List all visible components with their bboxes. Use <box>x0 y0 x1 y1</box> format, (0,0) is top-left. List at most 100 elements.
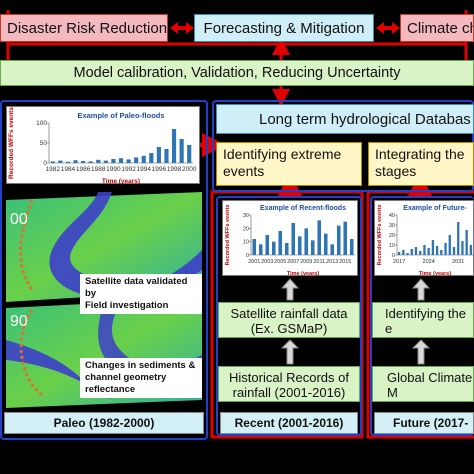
gcm-box: Global Climate M (GCMs) (2017- <box>372 366 474 402</box>
bar-1986 <box>81 161 86 163</box>
feedback-loop-line <box>6 42 468 62</box>
x-tick-label: 2011 <box>313 259 325 265</box>
y-tick-label: 50 <box>40 140 48 147</box>
y-axis-label: Recorded WFFs events <box>8 107 15 179</box>
bar-2011 <box>317 220 322 255</box>
bar-1998 <box>171 129 177 163</box>
bar-2026 <box>435 246 439 255</box>
bar-2016 <box>349 239 354 255</box>
x-tick-label: 1990 <box>106 166 121 173</box>
x-tick-label: 2024 <box>423 259 435 265</box>
y-tick-label: 0 <box>43 160 47 167</box>
bar-2009 <box>304 228 309 255</box>
year-label-2000: 00 <box>10 211 28 228</box>
bar-2005 <box>278 231 283 255</box>
bar-2021 <box>414 247 418 255</box>
long-term-database-box: Long term hydrological Databas <box>216 104 474 134</box>
future-period-label: Future (2017- <box>374 412 474 434</box>
disaster-risk-reduction-box: Disaster Risk Reduction <box>0 14 168 42</box>
y-axis-label: Recorded WFFs events <box>225 205 231 266</box>
paleo-period-label: Paleo (1982-2000) <box>4 412 204 434</box>
bar-1984 <box>65 161 71 163</box>
x-tick-label: 1986 <box>76 166 91 173</box>
integrating-stages-box: Integrating the stages <box>368 142 474 186</box>
y-tick-label: 20 <box>389 233 395 239</box>
bar-2007 <box>291 223 296 255</box>
bar-1985 <box>73 160 78 163</box>
x-tick-label: 1988 <box>91 166 106 173</box>
x-axis-label: Time (years) <box>419 271 451 277</box>
bar-1988 <box>96 159 101 163</box>
y-tick-label: 40 <box>389 213 395 219</box>
bar-1992 <box>126 159 131 163</box>
bar-2008 <box>297 236 302 255</box>
chart-title: Example of Paleo-floods <box>77 111 164 120</box>
bar-2025 <box>431 240 435 255</box>
recent-floods-chart: Example of Recent-floods Recorded WFFs ev… <box>225 205 355 277</box>
bar-2014 <box>336 225 341 255</box>
x-tick-label: 2007 <box>287 259 299 265</box>
x-tick-label: 1994 <box>137 166 152 173</box>
x-tick-label: 1996 <box>152 166 167 173</box>
historical-records-box: Historical Records of rainfall (2001-201… <box>218 366 360 402</box>
chart-title: Example of Future- <box>403 205 467 212</box>
bar-1993 <box>134 157 139 163</box>
identifying-extreme-events-box: Identifying extreme events <box>216 142 362 186</box>
future-panel-frame <box>370 196 474 436</box>
paleo-floods-chart: Example of Paleo-floods Recorded WFFs eve… <box>8 107 197 185</box>
bar-1987 <box>88 161 93 163</box>
y-tick-label: 30 <box>389 223 395 229</box>
x-tick-label: 2009 <box>300 259 312 265</box>
bar-2031 <box>457 222 460 255</box>
y-tick-label: 10 <box>389 243 395 249</box>
chart-title: Example of Recent-floods <box>260 205 346 212</box>
recent-panel-frame <box>216 196 362 436</box>
bar-2023 <box>423 245 426 255</box>
bar-2020 <box>410 249 413 255</box>
bar-2027 <box>440 250 443 255</box>
bar-2030 <box>452 247 456 255</box>
bar-2032 <box>461 241 464 255</box>
bar-2029 <box>448 235 451 255</box>
x-tick-label: 2003 <box>261 259 273 265</box>
x-tick-label: 1998 <box>167 166 182 173</box>
bar-2022 <box>419 251 422 255</box>
x-tick-label: 2017 <box>393 259 405 265</box>
bar-1991 <box>118 158 124 163</box>
year-label-1990: 90 <box>10 313 28 330</box>
bar-2013 <box>330 244 335 255</box>
y-tick-label: 30 <box>243 213 249 219</box>
satellite-rainfall-box: Satellite rainfall data (Ex. GSMaP) <box>218 302 360 338</box>
bar-1983 <box>58 160 63 163</box>
y-tick-label: 10 <box>243 240 249 246</box>
climate-change-box: Climate ch <box>400 14 474 42</box>
bar-2033 <box>465 230 468 255</box>
bar-2006 <box>284 243 289 255</box>
y-axis-label: Recorded WFFs events <box>377 205 383 266</box>
model-calibration-banner: Model calibration, Validation, Reducing … <box>0 60 474 86</box>
arrow-forecast-climate <box>376 22 400 34</box>
bar-2001 <box>252 239 257 255</box>
bar-2024 <box>427 248 430 255</box>
x-axis-label: Time (years) <box>287 271 319 277</box>
arrow-drr-forecast <box>170 22 194 34</box>
x-tick-label: 2000 <box>182 166 197 173</box>
recent-period-label: Recent (2001-2016) <box>220 412 358 434</box>
bar-1995 <box>149 153 154 163</box>
bar-2015 <box>343 221 348 255</box>
paleo-panel-frame <box>0 100 208 440</box>
bar-2010 <box>310 240 315 255</box>
bar-2000 <box>187 145 192 163</box>
bar-2004 <box>271 241 276 255</box>
bar-2003 <box>265 235 270 255</box>
x-tick-label: 1992 <box>121 166 136 173</box>
forecasting-mitigation-box: Forecasting & Mitigation <box>194 14 374 42</box>
x-tick-label: 2015 <box>339 259 351 265</box>
paleo-chart-card: Example of Paleo-floods Recorded WFFs eve… <box>6 106 200 185</box>
x-tick-label: 2013 <box>326 259 338 265</box>
bar-2017 <box>397 252 401 255</box>
bar-2012 <box>323 233 328 255</box>
bar-1999 <box>179 139 184 163</box>
x-axis-label: Time (years) <box>102 178 140 185</box>
y-tick-label: 20 <box>243 226 249 232</box>
